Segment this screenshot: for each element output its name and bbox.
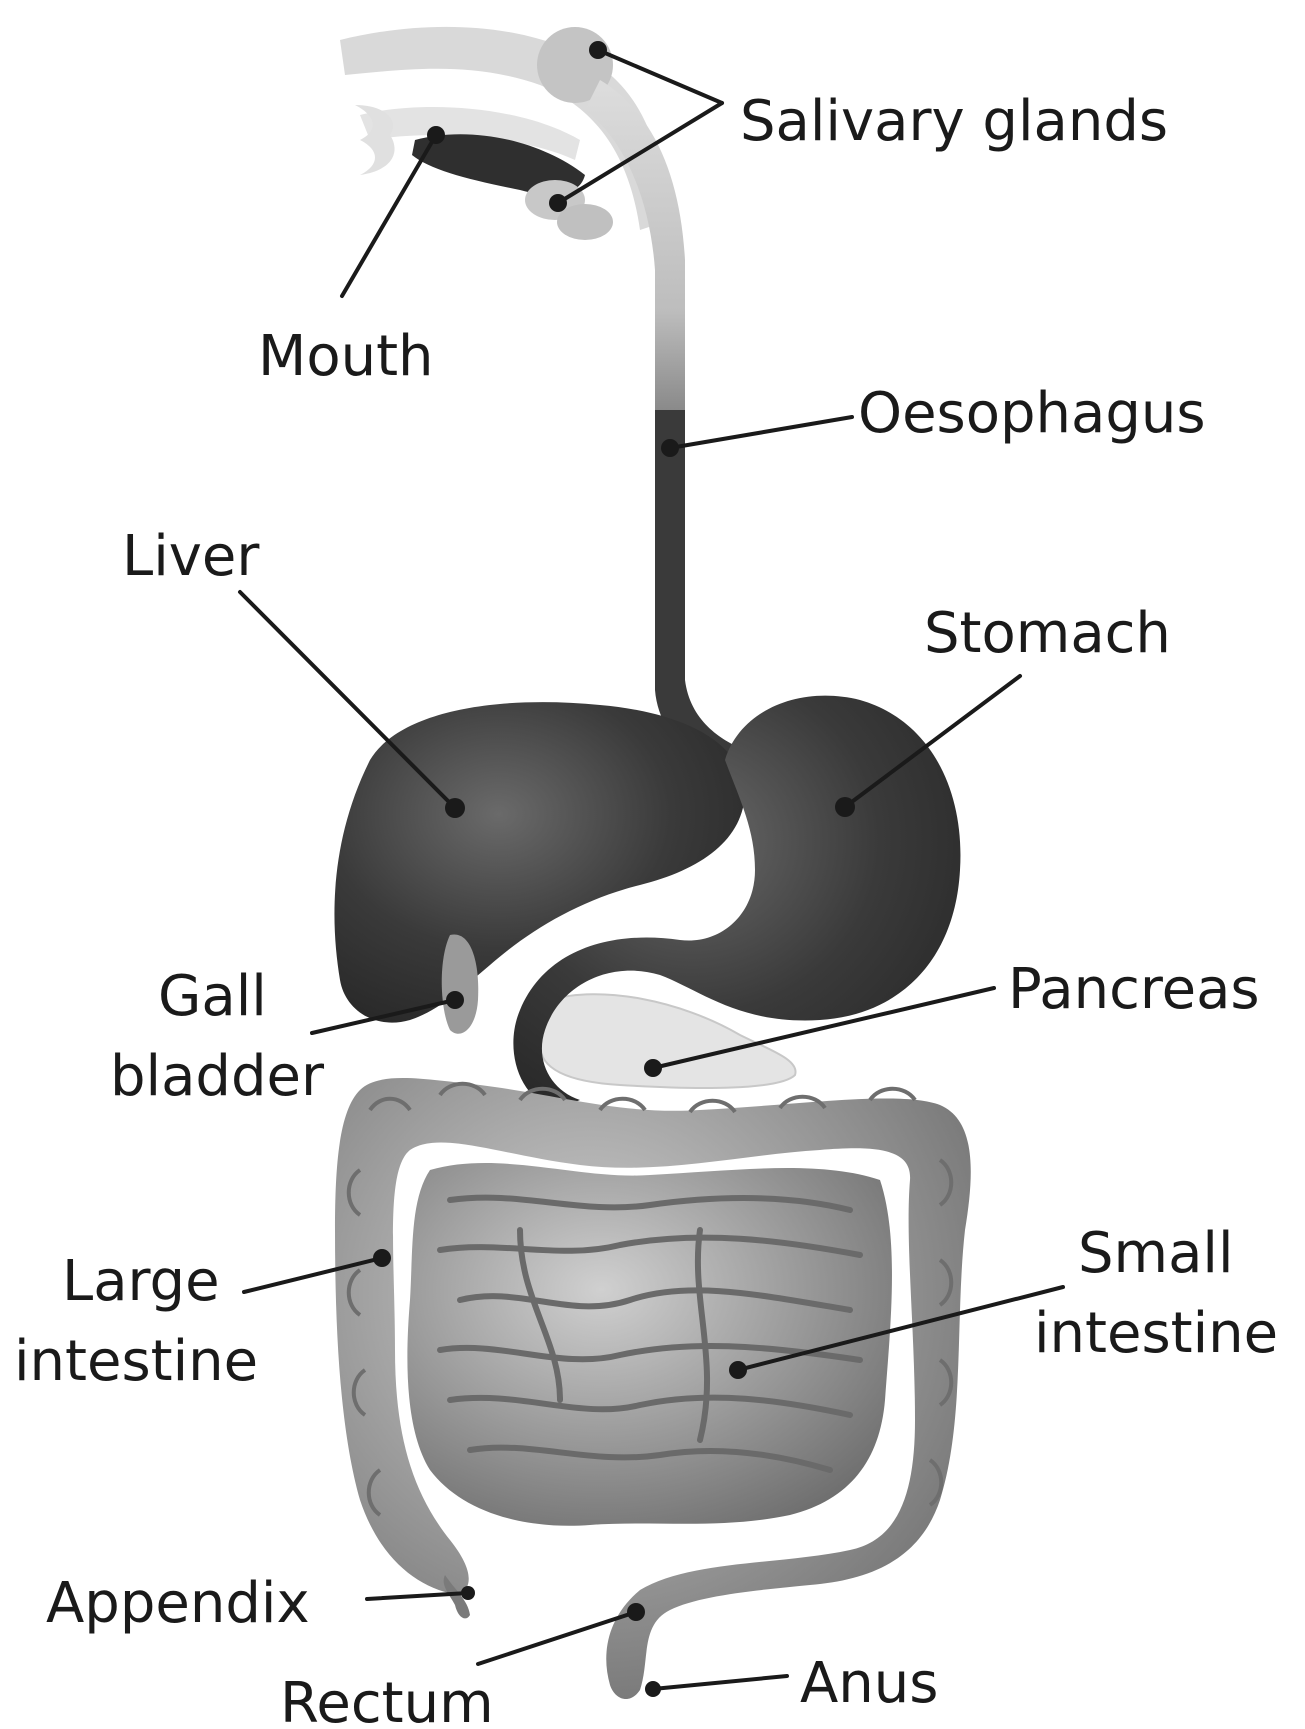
salivary-gland-lower-2 bbox=[557, 204, 613, 240]
liver-pointer bbox=[445, 798, 465, 818]
label-mouth: Mouth bbox=[258, 324, 434, 389]
salivary-glands-pointer-lower bbox=[549, 194, 567, 212]
label-oesophagus: Oesophagus bbox=[858, 381, 1206, 446]
anus-pointer bbox=[645, 1681, 661, 1697]
label-salivary-glands: Salivary glands bbox=[740, 89, 1168, 154]
label-rectum: Rectum bbox=[280, 1671, 494, 1729]
label-small-intestine-line1: Small bbox=[1078, 1221, 1234, 1286]
salivary-glands-pointer-upper bbox=[589, 41, 607, 59]
label-large-intestine-line2: intestine bbox=[14, 1329, 258, 1394]
small-intestine-pointer bbox=[729, 1361, 747, 1379]
label-anus: Anus bbox=[800, 1651, 938, 1716]
appendix-pointer bbox=[461, 1586, 475, 1600]
mouth-pointer bbox=[427, 126, 445, 144]
label-small-intestine-line2: intestine bbox=[1034, 1301, 1278, 1366]
label-stomach: Stomach bbox=[924, 601, 1171, 666]
stomach-pointer bbox=[835, 797, 855, 817]
anus-leader bbox=[653, 1676, 787, 1689]
large-intestine-pointer bbox=[373, 1249, 391, 1267]
pharynx-tube bbox=[585, 80, 685, 410]
label-gall-bladder-line1: Gall bbox=[158, 964, 267, 1029]
label-liver: Liver bbox=[122, 524, 260, 589]
gall-bladder-pointer bbox=[446, 991, 464, 1009]
label-appendix: Appendix bbox=[46, 1571, 310, 1636]
rectum-pointer bbox=[627, 1603, 645, 1621]
pancreas-pointer bbox=[644, 1059, 662, 1077]
label-pancreas: Pancreas bbox=[1008, 957, 1260, 1022]
label-gall-bladder-line2: bladder bbox=[110, 1044, 325, 1109]
small-intestine-shape bbox=[407, 1163, 892, 1526]
oesophagus-leader bbox=[670, 417, 852, 448]
liver-leader bbox=[240, 592, 455, 808]
organ-illustration bbox=[334, 27, 970, 1699]
label-large-intestine-line1: Large bbox=[62, 1249, 220, 1314]
oesophagus-pointer bbox=[661, 439, 679, 457]
